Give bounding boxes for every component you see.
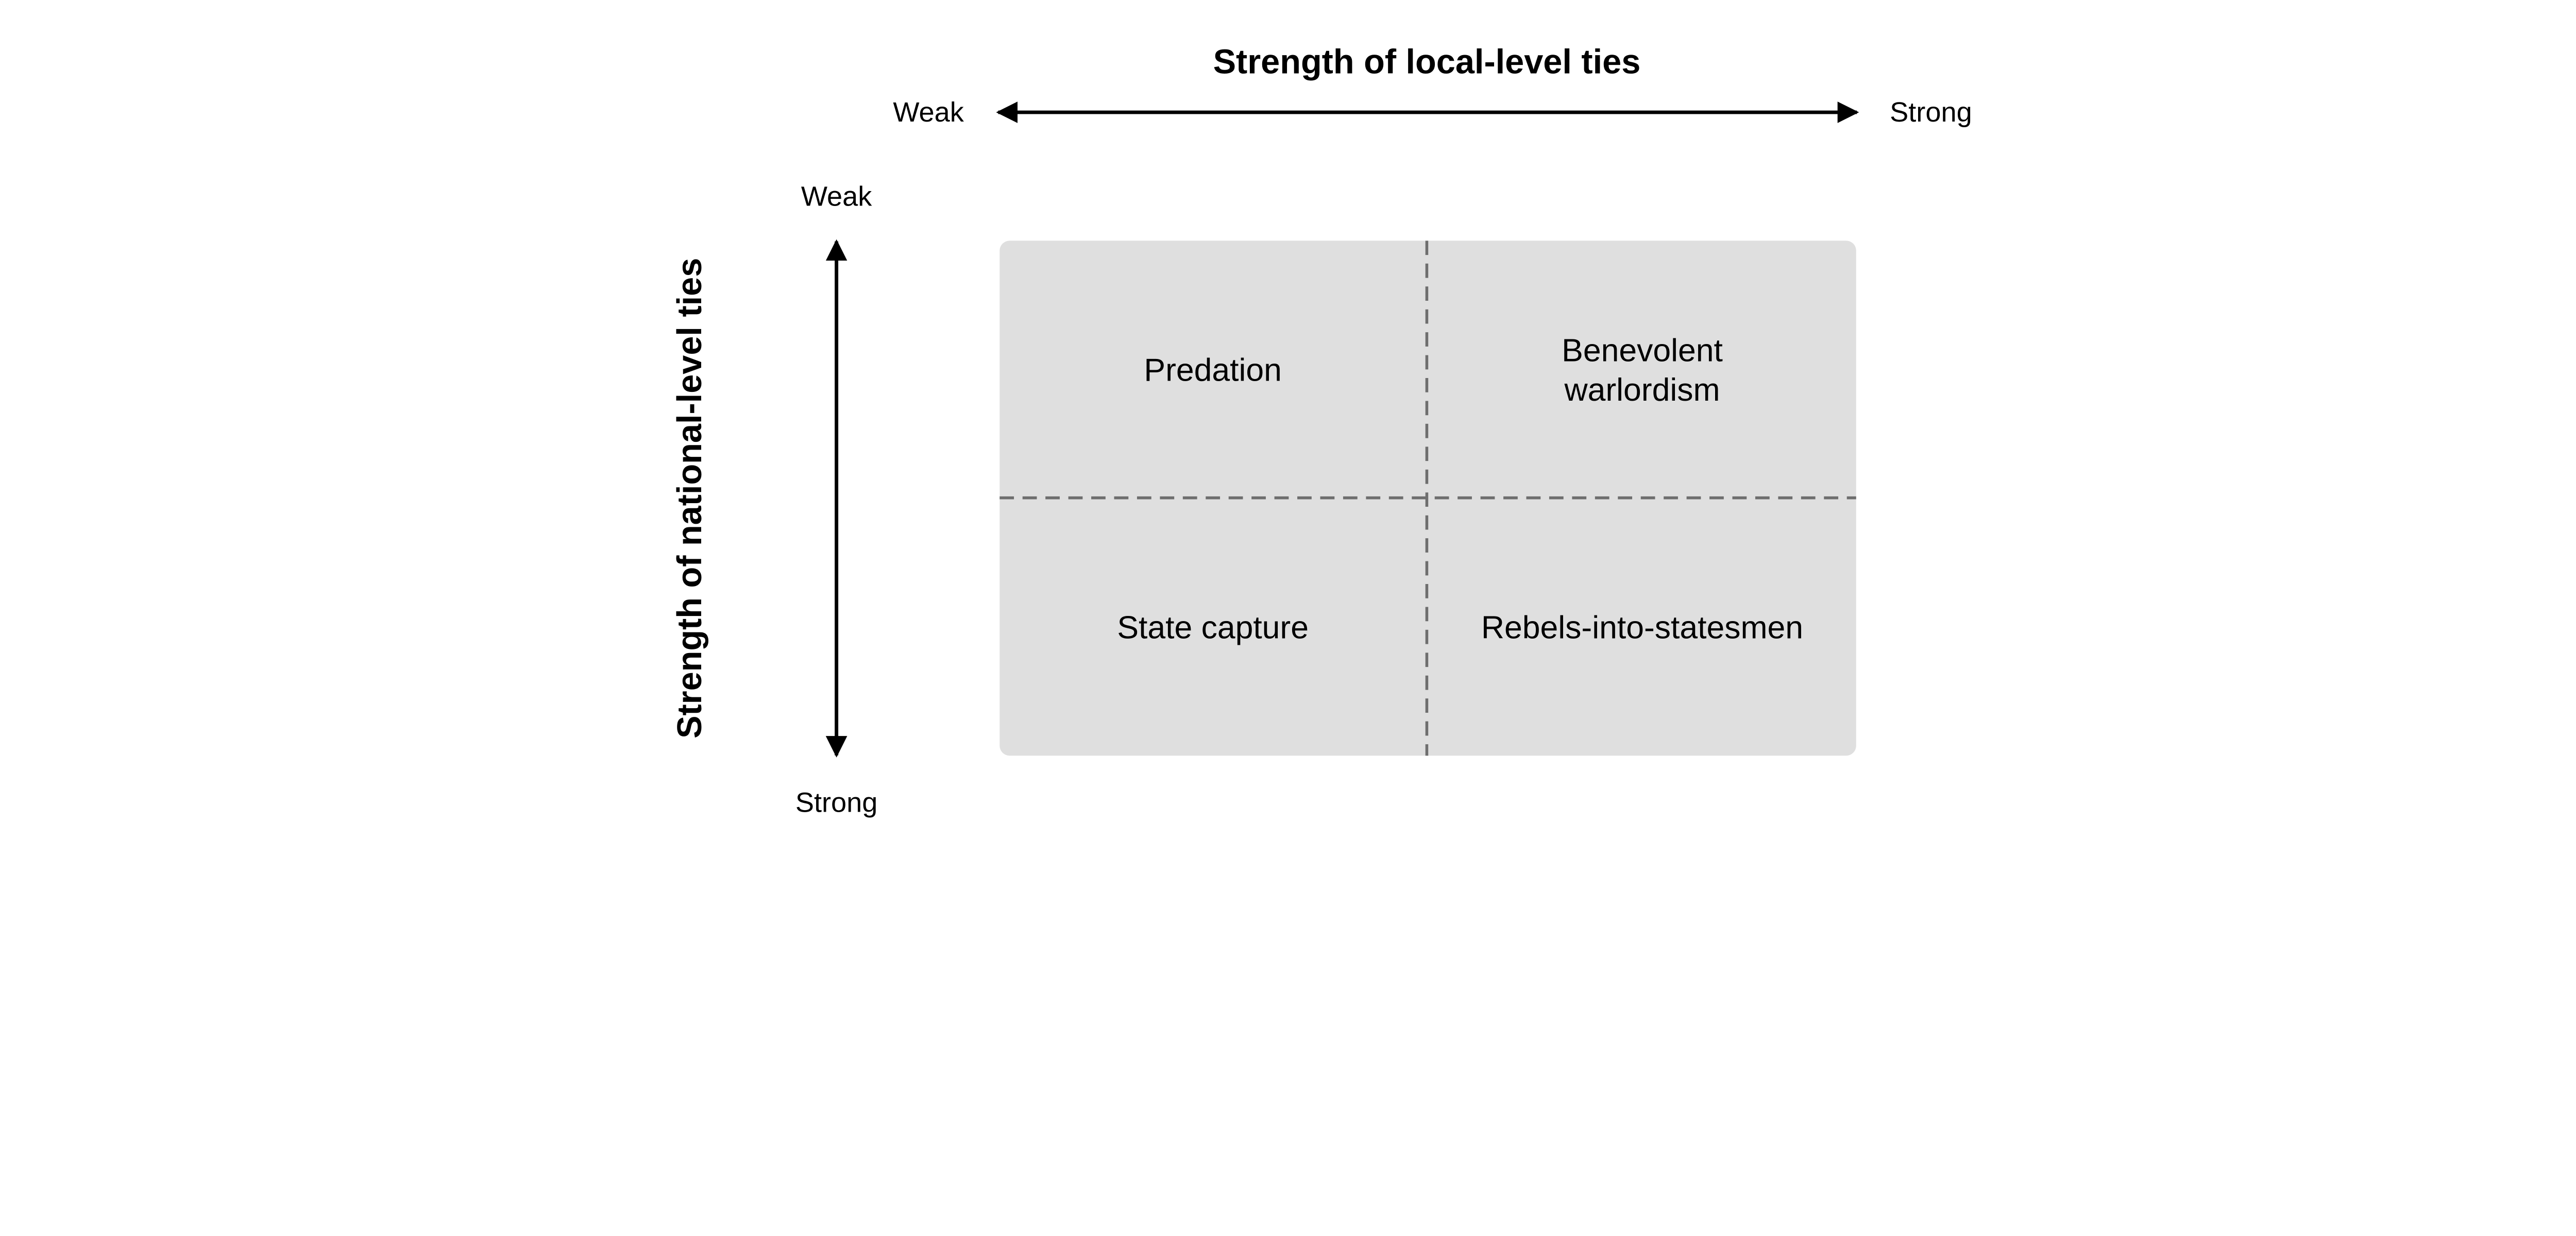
typology-diagram: Strength of local-level ties Weak Strong… [671, 43, 1972, 818]
vertical-axis-strong-label: Strong [795, 787, 878, 818]
vertical-axis-weak-label: Weak [801, 181, 872, 212]
horizontal-axis-weak-label: Weak [893, 97, 964, 128]
quadrant-top-right-label-line2: warlordism [1564, 372, 1720, 408]
vertical-axis-title: Strength of national-level ties [671, 258, 709, 739]
horizontal-axis-strong-label: Strong [1890, 97, 1972, 128]
quadrant-top-right-label-line1: Benevolent [1562, 332, 1723, 368]
quadrant-bottom-left-label: State capture [1117, 610, 1309, 646]
quadrant-bottom-right-label: Rebels-into-statesmen [1481, 610, 1803, 646]
quadrant-top-left-label: Predation [1144, 352, 1281, 388]
horizontal-axis-title: Strength of local-level ties [1213, 43, 1641, 81]
